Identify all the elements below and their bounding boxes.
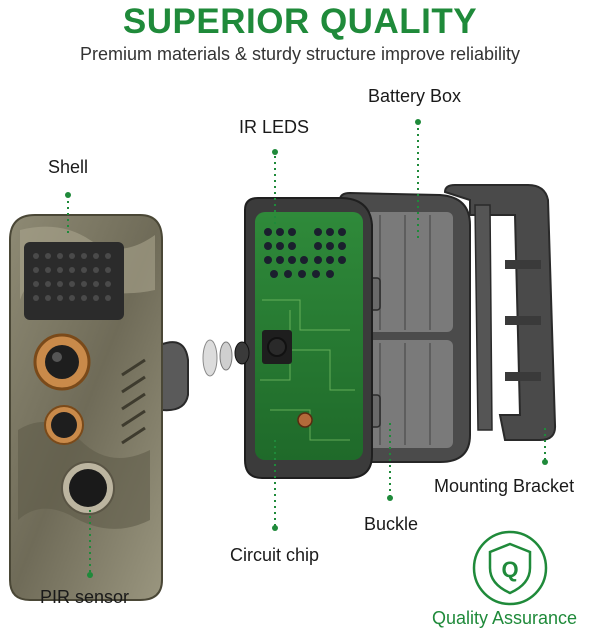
mounting-bracket-part	[443, 184, 557, 441]
leader-dots	[65, 119, 548, 578]
page-title: SUPERIOR QUALITY	[122, 2, 478, 41]
label-pir-sensor: PIR sensor	[40, 587, 130, 607]
shield-q-icon: Q	[472, 530, 548, 606]
label-battery-box: Battery Box	[368, 86, 462, 106]
label-mounting-bracket: Mounting Bracket	[434, 476, 575, 496]
shell-part	[9, 214, 189, 601]
lens-elements	[202, 339, 250, 377]
circuit-board-part	[244, 197, 373, 479]
label-buckle: Buckle	[364, 514, 419, 534]
badge-glyph: Q	[501, 557, 518, 582]
label-ir-leds: IR LEDS	[239, 117, 310, 137]
leader-lines	[67, 122, 546, 575]
label-circuit-chip: Circuit chip	[230, 545, 320, 565]
page-subtitle: Premium materials & sturdy structure imp…	[79, 44, 521, 64]
label-shell: Shell	[48, 157, 89, 177]
quality-assurance-label: Quality Assurance	[432, 608, 578, 628]
ir-led-cluster	[264, 228, 346, 278]
